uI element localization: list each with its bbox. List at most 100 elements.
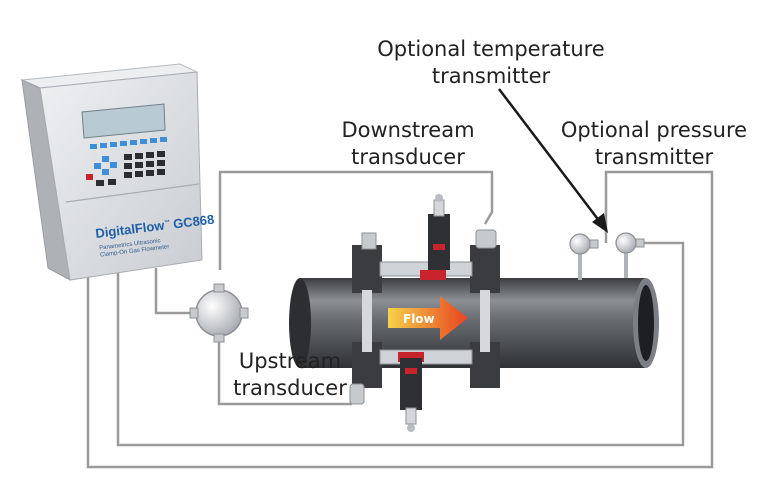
downstream-label-line2: transducer xyxy=(351,145,465,169)
power-key xyxy=(86,174,93,180)
temperature-transmitter-stem xyxy=(578,250,582,280)
cable-outer-loop xyxy=(86,170,714,469)
lcd-display xyxy=(81,103,166,139)
brand-trademark: ™ xyxy=(164,219,171,227)
temperature-leader-line xyxy=(498,88,601,223)
junction-box-top-fitting xyxy=(213,283,225,293)
function-key xyxy=(150,138,157,143)
pipe-left-end xyxy=(289,278,311,368)
downstream-transducer-label: Downstream transducer xyxy=(320,117,496,171)
flow-arrow: Flow xyxy=(388,296,468,340)
function-key xyxy=(120,141,127,146)
cable-upper-loop xyxy=(218,170,494,270)
clamp-bottom-rail xyxy=(379,349,473,365)
lower-mount-pad xyxy=(398,352,424,362)
downstream-transducer xyxy=(428,194,450,270)
temperature-label-line2: transmitter xyxy=(431,64,551,88)
pipe-right-opening xyxy=(638,285,654,361)
temperature-transmitter-fitting xyxy=(589,239,599,249)
downstream-label-line1: Downstream xyxy=(341,118,475,142)
temperature-label-line1: Optional temperature xyxy=(377,37,605,61)
numeric-key xyxy=(146,170,154,176)
function-key xyxy=(90,144,97,149)
clamp-fixture xyxy=(352,229,500,388)
arrow-key xyxy=(110,162,117,168)
upstream-transducer-stripe xyxy=(405,368,417,374)
function-key xyxy=(130,140,137,145)
pressure-transmitter-stem xyxy=(624,250,628,278)
numeric-key xyxy=(146,152,154,158)
pressure-transmitter-head xyxy=(615,232,637,254)
temperature-leader-arrowhead xyxy=(592,213,608,233)
flow-arrow-shape xyxy=(388,296,468,340)
arrow-key xyxy=(94,163,101,169)
temperature-leader xyxy=(498,88,608,233)
temperature-transmitter xyxy=(569,233,599,280)
upstream-label-line2: transducer xyxy=(233,376,347,400)
model-name: GC868 xyxy=(172,212,215,232)
numeric-key xyxy=(135,162,143,168)
function-key xyxy=(110,142,117,147)
right-top-bracket xyxy=(475,229,497,249)
downstream-transducer-cap xyxy=(435,194,443,202)
numeric-key xyxy=(96,180,104,186)
numeric-key xyxy=(124,172,132,178)
cable-network xyxy=(86,170,714,469)
clamp-right-band xyxy=(480,290,490,352)
upstream-transducer-label: Upstream transducer xyxy=(218,348,362,402)
numeric-key xyxy=(135,153,143,159)
pressure-transmitter-label: Optional pressure transmitter xyxy=(548,117,760,171)
function-key xyxy=(160,137,167,142)
junction-box-ball xyxy=(195,289,243,337)
numeric-key xyxy=(157,151,165,157)
cable-junction-left xyxy=(154,268,196,315)
upstream-side-bracket xyxy=(349,383,365,405)
downstream-transducer-stripe xyxy=(433,244,445,250)
upstream-transducer-cap xyxy=(407,424,415,432)
junction-box-right-fitting xyxy=(239,307,249,319)
clamp-left-top-block xyxy=(352,245,382,293)
numeric-key xyxy=(124,154,132,160)
keypad xyxy=(86,137,167,186)
downstream-transducer-neck xyxy=(433,199,445,217)
arrow-keys xyxy=(94,156,117,175)
function-key xyxy=(100,143,107,148)
function-key xyxy=(140,139,147,144)
left-top-bracket xyxy=(361,232,377,250)
upstream-transducer-body xyxy=(400,358,422,410)
numeric-keys xyxy=(96,151,165,186)
arrow-key xyxy=(102,169,109,175)
numeric-key xyxy=(146,161,154,167)
cable-inner-loop xyxy=(116,241,685,447)
numeric-key xyxy=(157,160,165,166)
function-keys xyxy=(90,137,167,149)
enclosure-panel-seam xyxy=(65,183,200,203)
upstream-label-line1: Upstream xyxy=(238,349,342,373)
pressure-label-line2: transmitter xyxy=(594,145,714,169)
pressure-transmitter-fitting xyxy=(635,238,645,248)
arrow-key xyxy=(102,156,109,162)
junction-box-bottom-fitting xyxy=(213,333,225,343)
numeric-key xyxy=(157,169,165,175)
cable-junction-down xyxy=(217,330,352,406)
flow-label: Flow xyxy=(403,312,435,326)
temperature-transmitter-label: Optional temperature transmitter xyxy=(351,36,631,90)
junction-box-left-fitting xyxy=(189,307,199,319)
clamp-right-top-block xyxy=(470,245,500,293)
cable-pressure-top xyxy=(604,170,696,243)
junction-box xyxy=(189,283,249,343)
numeric-key xyxy=(135,171,143,177)
temperature-transmitter-head xyxy=(569,233,591,255)
upstream-transducer-neck xyxy=(405,407,417,425)
pressure-transmitter xyxy=(615,232,645,278)
numeric-key xyxy=(108,179,116,185)
pressure-label-line1: Optional pressure xyxy=(560,118,748,142)
downstream-transducer-body xyxy=(428,214,450,270)
numeric-key xyxy=(124,163,132,169)
clamp-left-band xyxy=(362,290,372,352)
upstream-transducer xyxy=(349,358,422,432)
upper-mount-pad xyxy=(420,270,446,280)
